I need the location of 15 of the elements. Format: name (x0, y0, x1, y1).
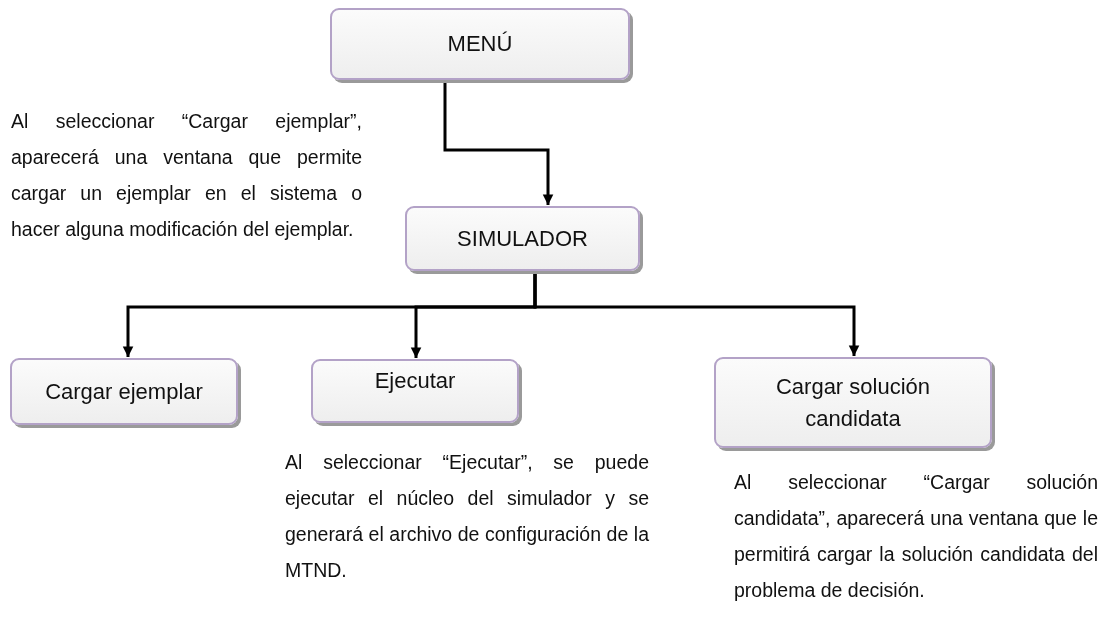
process-box (405, 206, 640, 271)
process-box (311, 359, 519, 423)
note-text: Al seleccionar “Ejecutar”, se puede ejecutar el núcleo del simulador y se generará el archivo de configuración de la MTND. (285, 450, 649, 583)
box-label: Cargar solución candidata (774, 372, 932, 433)
process-box (714, 357, 992, 448)
box-label: Cargar ejemplar (45, 377, 203, 406)
process-box (10, 358, 238, 425)
arrow (443, 82, 554, 206)
arrow (533, 273, 860, 357)
box-label: Ejecutar (374, 367, 456, 395)
process-box (330, 8, 630, 80)
box-label: SIMULADOR (457, 224, 588, 253)
box-label: MENÚ (447, 30, 513, 59)
note-text: Al seleccionar “Cargar solución candidata”, aparecerá una ventana que le permitirá cargar la solución candidata del problema de decisión. (734, 470, 1098, 603)
note-text: Al seleccionar “Cargar ejemplar”, aparecerá una ventana que permite cargar un ejemplar en el sistema o hacer alguna modificación del ejemplar. (11, 109, 362, 242)
